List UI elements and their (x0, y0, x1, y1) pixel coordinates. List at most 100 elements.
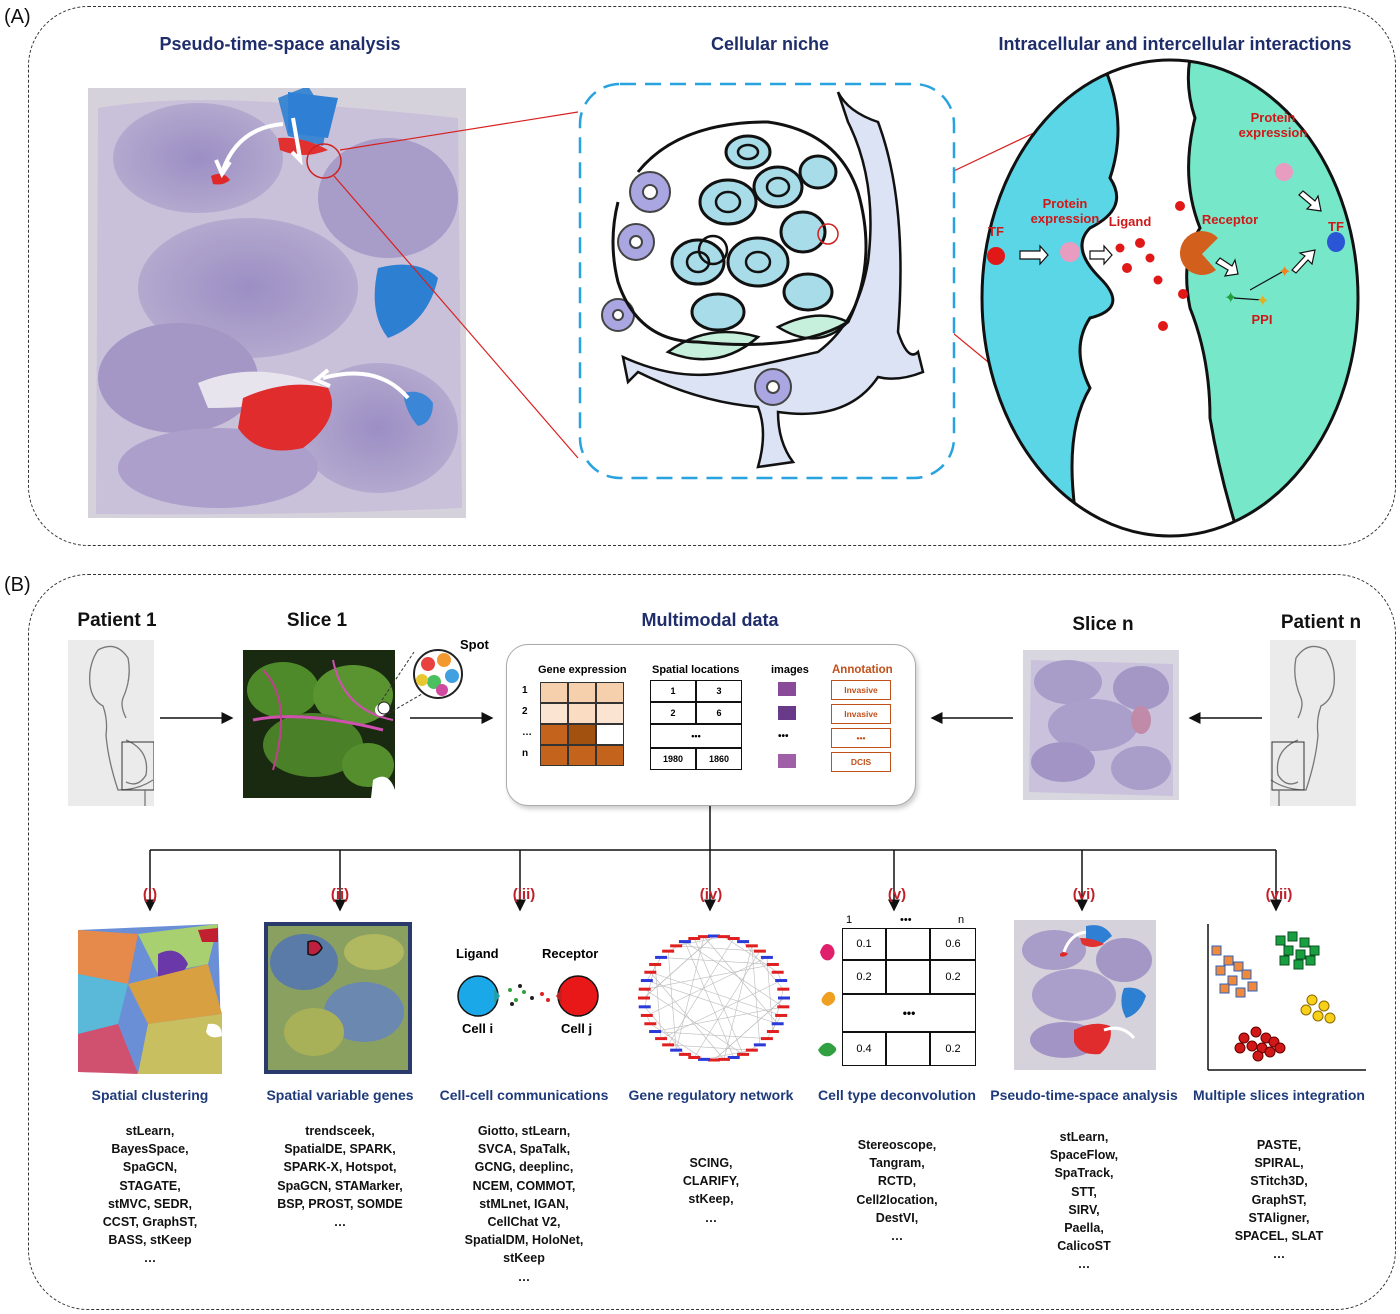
gene-matrix-cell (596, 724, 624, 745)
deconv-header: ••• (900, 914, 912, 926)
method-title: Cell type deconvolution (818, 1087, 976, 1103)
grn-edge (766, 957, 774, 1032)
multimodal-data-title: Multimodal data (641, 610, 779, 630)
receptor-label: Receptor (1201, 212, 1259, 227)
scatter-dot (1250, 1026, 1262, 1038)
gene-matrix-cell (568, 682, 596, 703)
method-index: (ii) (330, 886, 350, 903)
grn-edge (676, 936, 725, 947)
gene-matrix-cell (540, 703, 568, 724)
gene-row-label: n (522, 748, 529, 759)
grn-edge (667, 951, 677, 1051)
grn-node (649, 962, 662, 966)
method-tools-list: stLearn, BayesSpace, SpaGCN, STAGATE, st… (102, 1124, 198, 1266)
scatter-square (1305, 955, 1316, 966)
cellular-niche-diagram (578, 82, 956, 480)
grn-node (766, 1030, 779, 1034)
deconv-cell: ••• (842, 994, 976, 1032)
gene-expression-matrix (540, 682, 624, 766)
grn-node (644, 1022, 657, 1026)
deconv-header: 1 (846, 914, 853, 926)
deconv-cell: 0.6 (930, 928, 976, 960)
grn-edge (655, 1006, 784, 1032)
grn-node (662, 949, 675, 953)
grn-node (640, 1013, 653, 1017)
annotation-cell: DCIS (831, 752, 891, 772)
slice-n-he-image (1023, 650, 1179, 800)
grn-node (766, 962, 779, 966)
panel-b-letter: (B) (4, 574, 31, 596)
grn-edge (654, 964, 662, 1039)
method-title: Multiple slices integration (1193, 1087, 1365, 1103)
scatter-dot (1274, 1042, 1286, 1054)
grn-node (777, 987, 790, 991)
gene-matrix-cell (596, 703, 624, 724)
scatter-square (1219, 983, 1230, 994)
grn-node (638, 987, 651, 991)
scatter-square (1283, 945, 1294, 956)
tissue-slide-image (88, 88, 466, 518)
cci-ligand-label: Ligand (456, 946, 499, 961)
method-tools-list: SCING, CLARIFY, stKeep, … (682, 1156, 740, 1225)
method-title: Cell-cell communications (439, 1087, 609, 1103)
gene-matrix-cell (540, 745, 568, 766)
gene-matrix-cell (596, 682, 624, 703)
scatter-square (1299, 937, 1310, 948)
gene-row-label: 2 (522, 706, 528, 717)
method-tools-list: PASTE, SPIRAL, STitch3D, GraphST, STAlig… (1234, 1138, 1324, 1262)
grn-edge (643, 935, 715, 999)
grn-edge (655, 1031, 767, 1039)
scatter-dot (1252, 1050, 1264, 1062)
grn-edge (723, 936, 778, 973)
grn-node (644, 970, 657, 974)
method-title: Spatial variable genes (266, 1087, 414, 1103)
grn-node (678, 940, 691, 944)
flow-arrows (160, 712, 1262, 850)
spatial-locations-label: Spatial locations (652, 664, 740, 676)
scatter-square (1233, 961, 1244, 972)
annotation-cell: Invasive (831, 680, 891, 700)
cell-type-blobs (818, 944, 837, 1057)
grn-node (778, 996, 790, 1000)
method-tools-list: stLearn, SpaceFlow, SpaTrack, STT, SIRV,… (1049, 1130, 1119, 1272)
grn-node (771, 970, 784, 974)
panel-b-frame (28, 574, 1396, 1310)
gene-row-label: … (522, 727, 532, 738)
scatter-square (1247, 981, 1258, 992)
grn-edge (694, 938, 744, 1055)
images-label: images (771, 664, 809, 676)
image-thumbnails (778, 682, 796, 768)
grn-node (708, 934, 720, 938)
scatter-square (1211, 945, 1222, 956)
interaction-circle-diagram: ✦ ✦ ✦ (980, 58, 1360, 538)
scatter-square (1215, 965, 1226, 976)
spot-label: Spot (460, 637, 489, 652)
gene-row-label: 1 (522, 685, 528, 696)
patient-n-label: Patient n (1280, 612, 1362, 633)
deconv-cell: 0.1 (842, 928, 886, 960)
grn-node (771, 1022, 784, 1026)
grn-node (745, 1048, 758, 1052)
scatter-square (1309, 945, 1320, 956)
grn-node (698, 935, 711, 939)
annotation-cell: ••• (831, 728, 891, 748)
grn-node (760, 1037, 773, 1041)
protein-expression-right-label: Protein expression (1238, 110, 1308, 140)
scatter-dot (1234, 1042, 1246, 1054)
method-title: Gene regulatory network (628, 1087, 794, 1103)
cci-receptor-label: Receptor (542, 946, 599, 961)
gene-matrix-cell (568, 703, 596, 724)
scatter-square (1227, 975, 1238, 986)
tf-left-label: TF (988, 224, 1004, 239)
gene-row-labels: 1 2 … n (522, 682, 538, 766)
patient-1-silhouette (68, 640, 154, 806)
interactions-title: Intracellular and intercellular interact… (998, 34, 1352, 54)
grn-edge (646, 957, 768, 1016)
slice-n-label: Slice n (1072, 614, 1134, 635)
grn-node (777, 1005, 790, 1009)
grn-node (638, 996, 650, 1000)
scatter-dot (1306, 994, 1318, 1006)
grn-edge (650, 971, 782, 1016)
grn-node (662, 1043, 675, 1047)
